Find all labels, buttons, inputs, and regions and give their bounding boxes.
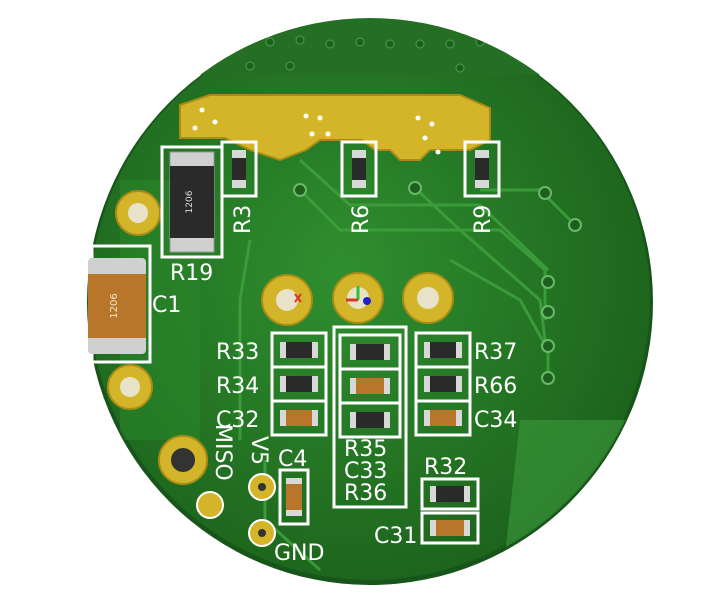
small-parts (280, 342, 470, 536)
pad-vias (192, 107, 441, 155)
copper-pour-right (500, 420, 652, 582)
label-r3: R3 (231, 205, 256, 234)
label-r9: R9 (471, 205, 496, 234)
label-c31: C31 (374, 524, 417, 549)
top-band (88, 18, 652, 75)
label-gnd: GND (274, 541, 324, 566)
label-v5: V5 (246, 436, 271, 465)
label-c34: C34 (474, 408, 517, 433)
label-miso: MISO (210, 424, 235, 481)
silkscreen-labels: R3 R6 R9 R19 C1 R33 R34 C32 R37 R66 C34 … (152, 205, 517, 566)
mounting-hole-left-bottom (107, 364, 153, 410)
resistor-r19-body: 1206 (169, 151, 215, 253)
test-pad-miso (196, 491, 224, 519)
c1-package-text: 1206 (109, 293, 120, 318)
mounting-hole-lower-left (158, 435, 208, 485)
label-c1: C1 (152, 293, 181, 318)
resistor-r9-body (475, 150, 489, 188)
label-r35: R35 (344, 437, 387, 462)
mounting-hole-left-top (115, 190, 161, 236)
silkscreen-outlines (90, 140, 501, 545)
r19-package-text: 1206 (185, 190, 195, 213)
resistor-r6-body (352, 150, 366, 188)
label-r33: R33 (216, 340, 259, 365)
capacitor-c1-body: 1206 (88, 258, 146, 354)
connector-pad-1 (261, 274, 313, 326)
resistor-r3-body (232, 150, 246, 188)
label-c33: C33 (344, 459, 387, 484)
right-vias (293, 181, 582, 385)
label-c4: C4 (278, 447, 307, 472)
label-r66: R66 (474, 374, 517, 399)
label-r37: R37 (474, 340, 517, 365)
test-pad-gnd (248, 519, 276, 547)
connector-pad-3 (402, 272, 454, 324)
label-r19: R19 (170, 261, 213, 286)
label-r6: R6 (349, 205, 374, 234)
label-c32: C32 (216, 408, 259, 433)
label-r36: R36 (344, 481, 387, 506)
connector-pad-2 (332, 272, 384, 324)
label-r34: R34 (216, 374, 259, 399)
label-r32: R32 (424, 455, 467, 480)
test-pad-v5 (248, 473, 276, 501)
